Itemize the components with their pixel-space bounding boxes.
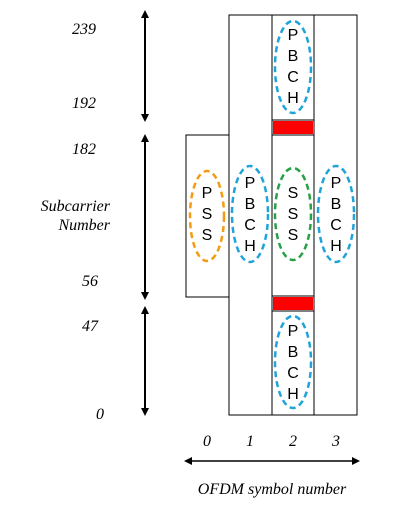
pss-letter-p: P xyxy=(202,185,213,202)
pbch-symbol3-label: P B C H xyxy=(330,175,342,255)
pbch-bottom-letter-c: C xyxy=(287,365,299,382)
pbch-bottom-letter-b: B xyxy=(288,344,299,361)
pbch-s3-letter-b: B xyxy=(331,196,342,213)
y-tick-56: 56 xyxy=(82,273,98,290)
sss-letter-s3: S xyxy=(288,227,299,244)
pbch-symbol3-ellipse xyxy=(316,164,356,264)
pbch-bottom-letter-h: H xyxy=(287,386,299,403)
pbch-s1-letter-b: B xyxy=(245,196,256,213)
sss-letter-s1: S xyxy=(288,185,299,202)
sss-letter-s2: S xyxy=(288,206,299,223)
pss-label: P S S xyxy=(202,185,213,244)
x-tick-2: 2 xyxy=(289,433,297,450)
y-tick-182: 182 xyxy=(72,141,96,158)
x-axis-label: OFDM symbol number xyxy=(198,481,347,498)
sss-label: S S S xyxy=(288,185,299,244)
pbch-s3-letter-c: C xyxy=(330,217,342,234)
pbch-s1-letter-p: P xyxy=(245,175,256,192)
y-tick-239: 239 xyxy=(72,21,96,38)
pbch-top-letter-c: C xyxy=(287,69,299,86)
pbch-bottom-label: P B C H xyxy=(287,323,299,403)
pss-ellipse xyxy=(188,169,226,263)
y-tick-0: 0 xyxy=(96,406,104,423)
pbch-bottom-ellipse xyxy=(273,314,313,410)
sss-ellipse xyxy=(273,166,313,262)
pbch-s3-letter-p: P xyxy=(331,175,342,192)
pbch-symbol1-label: P B C H xyxy=(244,175,256,255)
y-tick-47: 47 xyxy=(82,318,99,335)
pbch-s1-letter-c: C xyxy=(244,217,256,234)
y-axis-label-line1: Subcarrier xyxy=(41,198,111,215)
red-block-upper xyxy=(273,121,313,134)
y-axis-label-line2: Number xyxy=(57,217,110,234)
pbch-bottom-letter-p: P xyxy=(288,323,299,340)
red-block-lower xyxy=(273,297,313,310)
x-tick-3: 3 xyxy=(331,433,340,450)
symbols-1-3-outer-box xyxy=(228,14,358,416)
x-tick-1: 1 xyxy=(246,433,254,450)
y-tick-192: 192 xyxy=(72,95,96,112)
pbch-s3-letter-h: H xyxy=(330,238,342,255)
pbch-top-ellipse xyxy=(273,19,313,115)
pss-letter-s1: S xyxy=(202,206,213,223)
pbch-top-letter-b: B xyxy=(288,48,299,65)
pbch-top-label: P B C H xyxy=(287,27,299,107)
pss-letter-s2: S xyxy=(202,227,213,244)
pbch-top-letter-p: P xyxy=(288,27,299,44)
x-tick-0: 0 xyxy=(203,433,211,450)
pbch-s1-letter-h: H xyxy=(244,238,256,255)
pbch-symbol1-ellipse xyxy=(230,164,270,264)
pbch-top-letter-h: H xyxy=(287,90,299,107)
